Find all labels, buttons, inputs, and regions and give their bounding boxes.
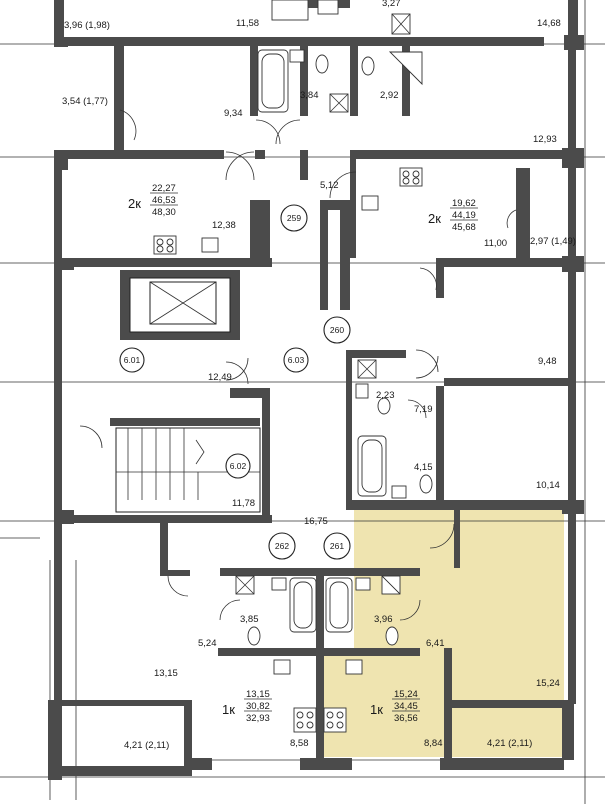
apartment-type: 1к — [370, 702, 383, 717]
area-label: 14,68 — [537, 18, 561, 29]
area-label: 2,23 — [376, 390, 395, 401]
apartment-label-3: 1к 13,15 30,82 32,93 — [222, 689, 272, 724]
area-label: 7,19 — [414, 404, 433, 415]
area-label: 6,41 — [426, 638, 445, 649]
apartment-living-area: 15,24 — [394, 689, 418, 700]
marker-6-03: 6.03 — [288, 355, 305, 365]
apartment-total-area: 44,19 — [452, 210, 476, 221]
marker-6-02: 6.02 — [230, 461, 247, 471]
apartment-total-with-balcony: 32,93 — [246, 713, 270, 724]
area-label: 11,78 — [232, 498, 255, 509]
area-label: 10,14 — [536, 480, 560, 491]
area-label: 5,24 — [198, 638, 217, 649]
apartment-living-area: 22,27 — [152, 183, 176, 194]
area-label: 15,24 — [536, 678, 560, 689]
apartment-type: 1к — [222, 702, 235, 717]
area-label: 3,85 — [240, 614, 259, 625]
apartment-label-2: 2к 19,62 44,19 45,68 — [428, 198, 478, 233]
elevator-shaft — [129, 277, 231, 333]
area-label: 12,49 — [208, 372, 232, 383]
area-label: 2,92 — [380, 90, 399, 101]
marker-259: 259 — [287, 213, 301, 223]
area-label: 11,58 — [236, 18, 259, 29]
exterior-walls — [48, 0, 584, 780]
area-label: 12,38 — [212, 220, 236, 231]
area-label: 4,21 (2,11) — [124, 740, 169, 751]
area-label: 5,12 — [320, 180, 339, 191]
apartment-living-area: 19,62 — [452, 198, 476, 209]
area-label: 12,93 — [533, 134, 557, 145]
area-label: 13,15 — [154, 668, 178, 679]
apartment-total-area: 34,45 — [394, 701, 418, 712]
area-label: 8,58 — [290, 738, 309, 749]
area-label: 3,27 — [382, 0, 401, 9]
apartment-type: 2к — [428, 211, 441, 226]
apartment-total-with-balcony: 45,68 — [452, 222, 476, 233]
room-markers: 259 260 261 262 6.01 6.02 6.03 — [119, 204, 351, 560]
marker-261: 261 — [330, 541, 344, 551]
area-label: 4,15 — [414, 462, 433, 473]
marker-6-01: 6.01 — [124, 355, 141, 365]
apartment-total-area: 30,82 — [246, 701, 270, 712]
area-label: 8,84 — [424, 738, 443, 749]
area-label: 9,34 — [224, 108, 243, 119]
area-label: 4,21 (2,11) — [487, 738, 532, 749]
apartment-living-area: 13,15 — [246, 689, 270, 700]
apartment-total-with-balcony: 36,56 — [394, 713, 418, 724]
highlighted-apartment — [322, 508, 564, 757]
apartment-label-1: 2к 22,27 46,53 48,30 — [128, 183, 178, 218]
door-swings — [79, 109, 517, 761]
area-label: 3,84 — [300, 90, 319, 101]
area-label: 3,96 (1,98) — [64, 20, 110, 31]
area-label: 9,48 — [538, 356, 557, 367]
room-area-labels: 3,96 (1,98) 11,58 3,27 14,68 3,54 (1,77)… — [62, 0, 576, 751]
apartment-total-with-balcony: 48,30 — [152, 207, 176, 218]
marker-260: 260 — [330, 325, 344, 335]
apartment-label-4: 1к 15,24 34,45 36,56 — [370, 689, 420, 724]
apartment-type: 2к — [128, 196, 141, 211]
area-label: 2,97 (1,49) — [530, 236, 576, 247]
area-label: 3,54 (1,77) — [62, 96, 108, 107]
area-label: 16,75 — [304, 516, 328, 527]
area-label: 11,00 — [484, 238, 507, 249]
marker-262: 262 — [275, 541, 289, 551]
area-label: 3,96 — [374, 614, 393, 625]
interior-walls — [62, 0, 568, 770]
fixtures — [153, 0, 433, 733]
apartment-total-area: 46,53 — [152, 195, 176, 206]
